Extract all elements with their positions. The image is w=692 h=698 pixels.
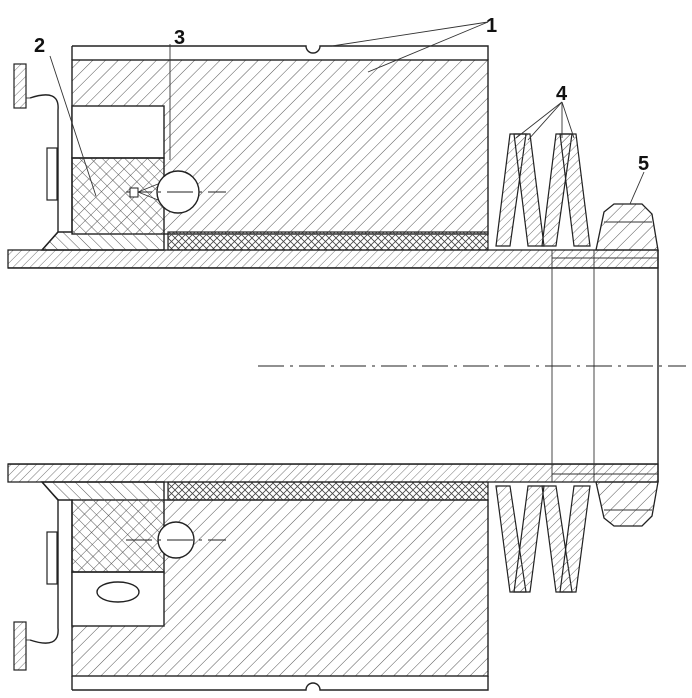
callout-part-1: 1: [486, 15, 497, 37]
callout-part-3: 3: [174, 27, 185, 49]
upper-nut: [595, 203, 659, 251]
disc-springs-upper: [495, 133, 591, 247]
callout-part-2: 2: [34, 35, 45, 57]
leader-lines: [49, 21, 645, 205]
lower-flange-block: [40, 481, 165, 573]
lower-oil-hole: [96, 581, 140, 603]
disc-springs-lower: [495, 485, 591, 593]
upper-liner: [167, 231, 489, 251]
lower-nut: [595, 481, 659, 527]
end-cover: [13, 63, 59, 671]
upper-ball: [126, 170, 226, 214]
lower-ball: [126, 521, 226, 559]
callout-part-4: 4: [556, 83, 568, 105]
upper-flange-block: [40, 157, 165, 251]
lower-liner: [167, 481, 489, 501]
callout-part-5: 5: [638, 153, 649, 175]
upper-cavity: [71, 105, 165, 159]
